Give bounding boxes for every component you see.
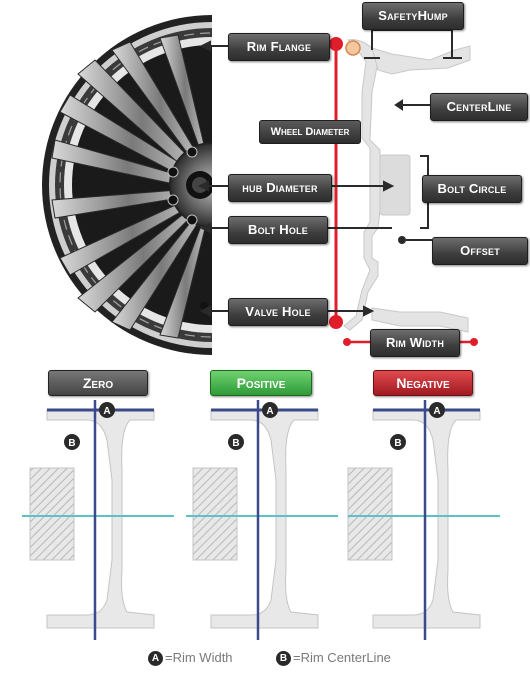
centerline-label: CenterLine [430,93,528,121]
offset-diagrams: A B A B A B [22,400,500,640]
marker-b-text: B [68,438,75,449]
legend-b-text: =Rim CenterLine [293,650,391,665]
marker-b-icon [64,434,80,450]
offset-rim-profile [46,409,155,629]
safety-hump-bracket [364,29,462,59]
offset-hub-block [29,467,75,561]
safety-hump-label: SafetyHump [362,2,464,30]
offset-hub-block [192,467,238,561]
bolt-circle-label: Bolt Circle [422,175,522,203]
rim-flange-label: Rim Flange [228,33,330,61]
offset-label: Offset [432,237,528,265]
legend-rim-centerline: B=Rim CenterLine [276,650,391,667]
marker-b-icon: B [276,651,291,667]
marker-a-text: A [433,406,440,417]
offset-type-negative: Negative [373,370,473,396]
offset-rim-profile [210,409,319,629]
marker-a-icon [262,402,278,418]
marker-b-text: B [232,438,239,449]
hub-diameter-label: hub Diameter [228,174,332,202]
offset-rim-profile [372,409,481,629]
rim-width-label: Rim Width [370,329,460,357]
marker-b-icon [390,434,406,450]
wheel-image [42,15,212,355]
marker-a-icon [99,402,115,418]
leader-arrows [197,40,432,317]
wheel-diameter-label: Wheel Diameter [259,120,361,144]
valve-hole-label: Valve Hole [228,298,328,326]
offset-type-positive: Positive [210,370,312,396]
offset-type-zero: Zero [48,370,148,396]
marker-a-icon: A [148,651,163,667]
marker-a-text: A [103,406,110,417]
bolt-hole-label: Bolt Hole [228,216,328,244]
legend-rim-width: A=Rim Width [148,650,233,667]
marker-b-icon [228,434,244,450]
rim-flange-marker [345,40,361,56]
wheel-diameter-line [329,37,343,329]
marker-b-text: B [394,438,401,449]
marker-a-text: A [266,406,273,417]
offset-hub-block [347,467,393,561]
marker-a-icon [429,402,445,418]
legend-a-text: =Rim Width [165,650,233,665]
